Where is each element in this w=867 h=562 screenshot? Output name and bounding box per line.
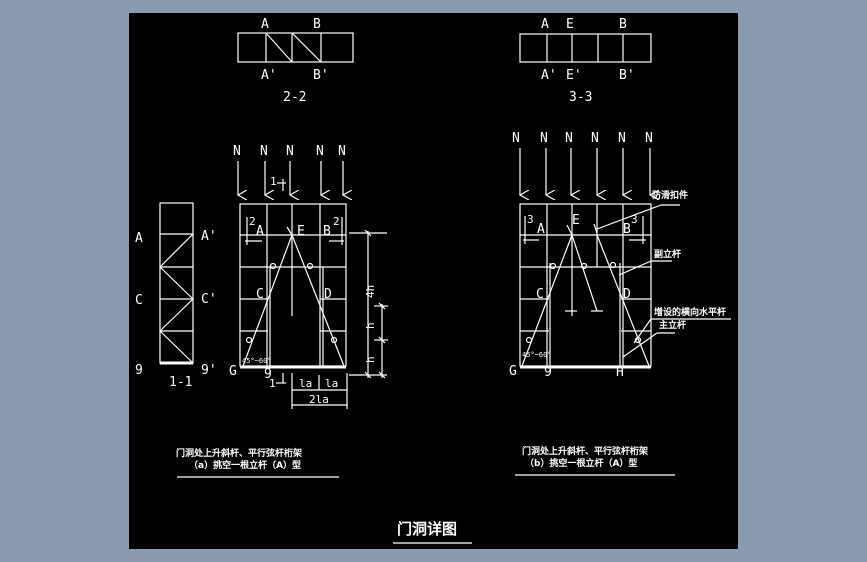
svg-text:9: 9	[264, 367, 272, 382]
caption-line-1: 门洞处上升斜杆、平行弦杆桁架	[522, 445, 648, 457]
drawing-canvas: A B A' B' 2-2 A E B A' E' B' 3-3 A C 9 A…	[129, 13, 738, 549]
svg-text:G: G	[509, 364, 517, 379]
svg-text:A: A	[537, 222, 545, 237]
svg-text:45°~60°: 45°~60°	[242, 357, 272, 365]
label-a-prime: A'	[201, 229, 217, 244]
svg-text:N: N	[618, 131, 626, 146]
label-a-prime: A'	[541, 68, 557, 83]
caption-line-2: （b）挑空一根立杆（A）型	[525, 457, 637, 469]
label-b-prime: B'	[313, 68, 329, 83]
section-label: 1-1	[169, 375, 192, 390]
load-arrows: N N N N N N	[512, 131, 653, 195]
section-label: 3-3	[569, 90, 592, 105]
svg-text:D: D	[324, 287, 332, 302]
label-a: A	[541, 17, 549, 32]
svg-text:3: 3	[527, 213, 534, 226]
caption-line-1: 门洞处上升斜杆、平行弦杆桁架	[176, 447, 302, 459]
svg-text:N: N	[316, 144, 324, 159]
svg-text:2: 2	[333, 215, 340, 228]
label-b: B	[619, 17, 627, 32]
svg-text:9: 9	[544, 365, 552, 380]
label-e-prime: E'	[566, 68, 582, 83]
svg-text:3: 3	[631, 213, 638, 226]
callout-added-transverse-bar: 增设的横向水平杆	[654, 306, 726, 318]
svg-text:E: E	[297, 224, 305, 239]
label-e: E	[566, 17, 574, 32]
svg-text:A: A	[256, 224, 264, 239]
svg-text:45°~60°: 45°~60°	[522, 351, 552, 359]
svg-text:H: H	[616, 365, 624, 380]
svg-text:N: N	[591, 131, 599, 146]
label-a: A	[261, 17, 269, 32]
svg-text:C: C	[536, 287, 544, 302]
svg-text:1: 1	[270, 175, 277, 188]
frame-a: N N N N N 1	[176, 144, 388, 478]
section-1-1: A C 9 A' C' 9' 1-1	[135, 202, 217, 390]
svg-text:N: N	[260, 144, 268, 159]
svg-text:G: G	[229, 364, 237, 379]
callout-main-pole: 主立杆	[659, 319, 686, 331]
svg-text:N: N	[233, 144, 241, 159]
svg-text:4h: 4h	[364, 285, 377, 298]
callout-auxiliary-pole: 副立杆	[654, 248, 681, 260]
label-c-prime: C'	[201, 292, 217, 307]
svg-text:2la: 2la	[309, 393, 329, 406]
svg-text:C: C	[256, 287, 264, 302]
label-a: A	[135, 231, 143, 246]
frame-b: N N N N N N	[509, 131, 731, 476]
svg-text:h: h	[364, 356, 377, 363]
label-9-prime: 9'	[201, 363, 217, 378]
svg-text:la: la	[325, 377, 338, 390]
cad-drawing: A B A' B' 2-2 A E B A' E' B' 3-3 A C 9 A…	[135, 17, 731, 544]
callout-anti-slip-coupler: 防滑扣件	[652, 189, 688, 201]
svg-text:la: la	[299, 377, 312, 390]
label-b-prime: B'	[619, 68, 635, 83]
svg-text:N: N	[540, 131, 548, 146]
svg-text:N: N	[565, 131, 573, 146]
section-2-2: A B A' B' 2-2	[237, 17, 354, 105]
caption-line-2: （a）挑空一根立杆（A）型	[189, 459, 301, 471]
load-arrows: N N N N N	[233, 144, 346, 195]
label-a-prime: A'	[261, 68, 277, 83]
drawing-title: 门洞详图	[397, 520, 457, 538]
svg-text:N: N	[338, 144, 346, 159]
label-c: C	[135, 293, 143, 308]
section-3-3: A E B A' E' B' 3-3	[519, 17, 652, 105]
svg-text:B: B	[623, 222, 631, 237]
svg-text:E: E	[572, 213, 580, 228]
svg-text:B: B	[323, 224, 331, 239]
svg-text:D: D	[623, 287, 631, 302]
label-b: B	[313, 17, 321, 32]
label-9: 9	[135, 363, 143, 378]
section-label: 2-2	[283, 90, 306, 105]
svg-text:h: h	[364, 322, 377, 329]
svg-text:N: N	[286, 144, 294, 159]
svg-text:N: N	[512, 131, 520, 146]
svg-text:1: 1	[269, 377, 276, 390]
svg-text:2: 2	[249, 215, 256, 228]
svg-text:N: N	[645, 131, 653, 146]
